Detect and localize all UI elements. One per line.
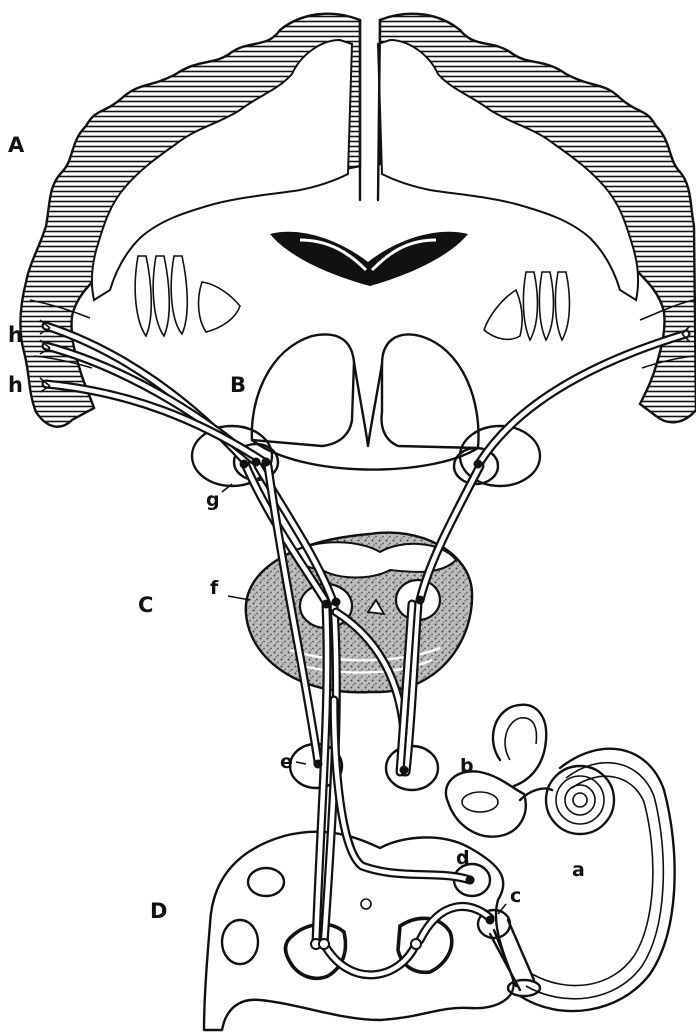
right-thalamus [382, 334, 479, 448]
third-ventricle [354, 362, 382, 446]
right-basal-ganglia [484, 272, 569, 340]
label-d: d [456, 847, 470, 869]
vestibule [446, 771, 526, 836]
oval-window [462, 792, 498, 812]
label-A: A [8, 133, 25, 157]
label-h-lower: h [8, 373, 23, 397]
left-thalamus [252, 334, 354, 446]
label-g: g [206, 489, 220, 511]
medulla-oval-1 [248, 868, 284, 896]
inner-ear [446, 705, 675, 1011]
longitudinal-fissure [360, 20, 380, 200]
left-basal-ganglia [135, 256, 240, 336]
label-f: f [210, 577, 219, 599]
label-B: B [230, 373, 246, 397]
semicircular-canal [493, 705, 546, 786]
lateral-ventricles [270, 232, 468, 286]
label-b: b [460, 755, 474, 777]
semicircular-canal-inner [505, 718, 536, 760]
label-C: C [138, 593, 153, 617]
medulla-oval-2 [222, 920, 258, 964]
thalamus-base [252, 440, 478, 470]
label-D: D [150, 899, 167, 923]
label-c: c [510, 885, 521, 907]
medulla-center [361, 899, 371, 909]
thalamus [252, 334, 479, 469]
label-h-upper: h [8, 323, 23, 347]
label-a: a [572, 859, 585, 881]
label-e: e [280, 751, 293, 773]
